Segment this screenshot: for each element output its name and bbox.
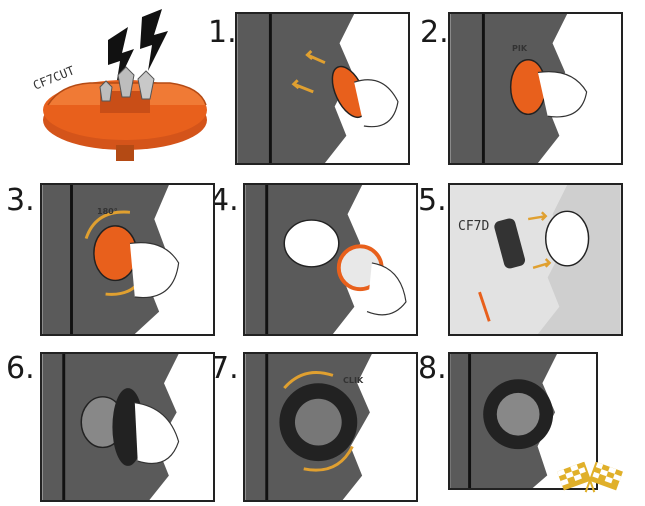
step-number-5: 5. [418,183,447,218]
step-number-3: 3. [6,183,35,218]
rotation-label: 180° [97,207,118,216]
arrow-icon [527,211,552,269]
step-panel-4 [243,183,418,336]
cutter-tool-drawing [43,9,207,161]
step-panel-6 [40,352,215,502]
step-number-2: 2. [420,15,449,50]
step-6-drawing [42,354,180,500]
step-panel-7: CLIK [243,352,418,502]
step-8-drawing [450,354,557,488]
step-panel-5: CF7D [448,183,623,336]
pik-sound-label: PIK [512,44,528,53]
step-panel-3: 180° [40,183,215,336]
adapter-label: CF7D [458,219,490,234]
step-3-drawing [42,185,180,334]
step-7-drawing [245,354,372,500]
step-4-drawing [245,185,407,334]
rotate-arrow-icon [283,371,354,472]
step-panel-1 [235,12,410,165]
arrow-icon [291,49,326,94]
step-2-drawing [450,14,588,163]
step-number-6: 6. [6,351,35,386]
lightning-icon [108,9,168,87]
step-number-1: 1. [208,15,237,50]
step-1-drawing [237,14,399,163]
clik-sound-label: CLIK [343,376,364,385]
checkered-flags-icon [555,460,625,500]
product-illustration: CF7CUT [30,5,215,170]
step-panel-2: PIK [448,12,623,165]
step-number-8: 8. [418,351,447,386]
step-5-drawing [450,185,621,334]
